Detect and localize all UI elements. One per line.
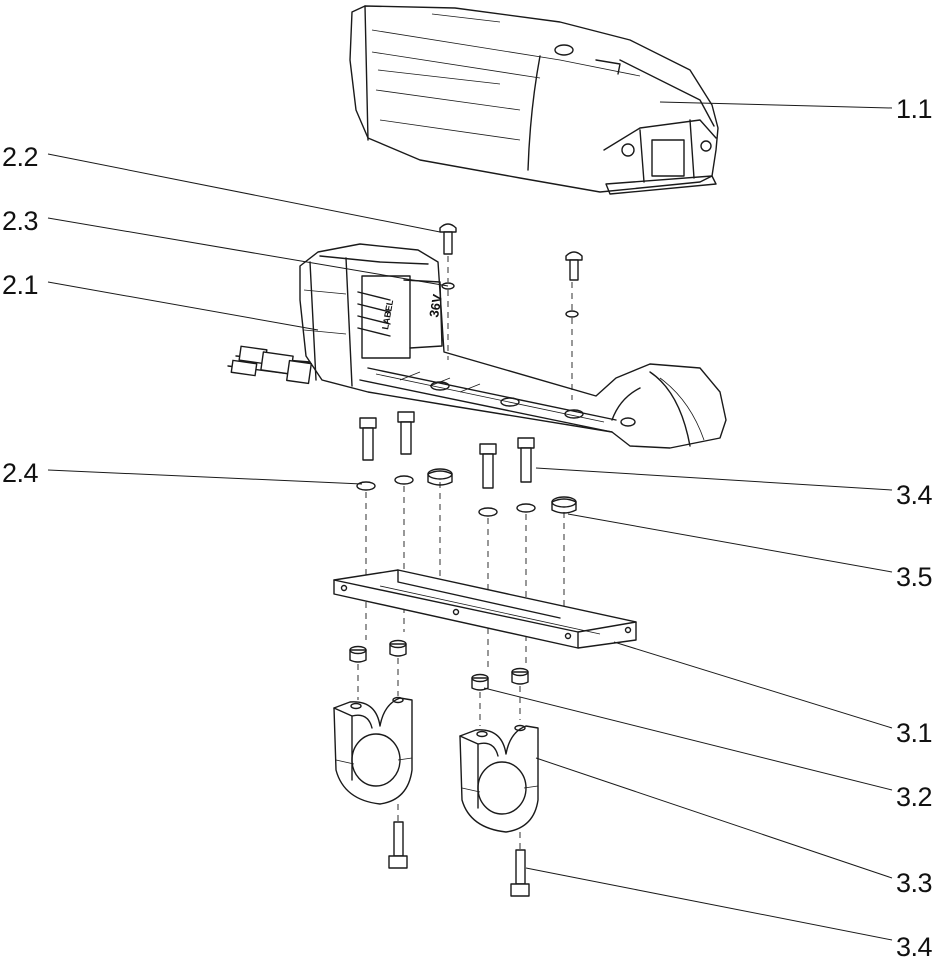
- battery-housing: [349, 5, 719, 195]
- callout-3-2: 3.2: [896, 782, 932, 812]
- washer-2-3-right: [565, 310, 579, 318]
- leader-lines: [47, 101, 893, 941]
- callout-1-1: 1.1: [896, 94, 932, 124]
- screw-2-2-right: [565, 251, 583, 281]
- callout-3-4-lower: 3.4: [896, 932, 933, 962]
- callout-labels: 1.1 2.2 2.3 2.1 2.4 3.4 3.5 3.1 3.2 3.3 …: [2, 94, 933, 962]
- bottom-screws: [388, 821, 530, 897]
- callout-3-3: 3.3: [896, 868, 932, 898]
- spacers: [349, 639, 529, 691]
- clamp-left: [333, 696, 413, 805]
- voltage-marking: 36V: [426, 293, 445, 319]
- callout-2-4: 2.4: [2, 458, 39, 488]
- callout-3-5: 3.5: [896, 562, 932, 592]
- callout-2-2: 2.2: [2, 142, 38, 172]
- battery-base-mount: LABEL 36V: [299, 243, 727, 449]
- screw-2-2-left: [439, 223, 457, 255]
- callout-3-4-upper: 3.4: [896, 480, 933, 510]
- callout-3-1: 3.1: [896, 718, 932, 748]
- clamp-right: [459, 724, 539, 833]
- callout-2-1: 2.1: [2, 270, 38, 300]
- callout-2-3: 2.3: [2, 206, 38, 236]
- connector-cables: [227, 345, 312, 385]
- bolt-group-middle: [356, 411, 577, 517]
- mounting-rail: [333, 569, 637, 649]
